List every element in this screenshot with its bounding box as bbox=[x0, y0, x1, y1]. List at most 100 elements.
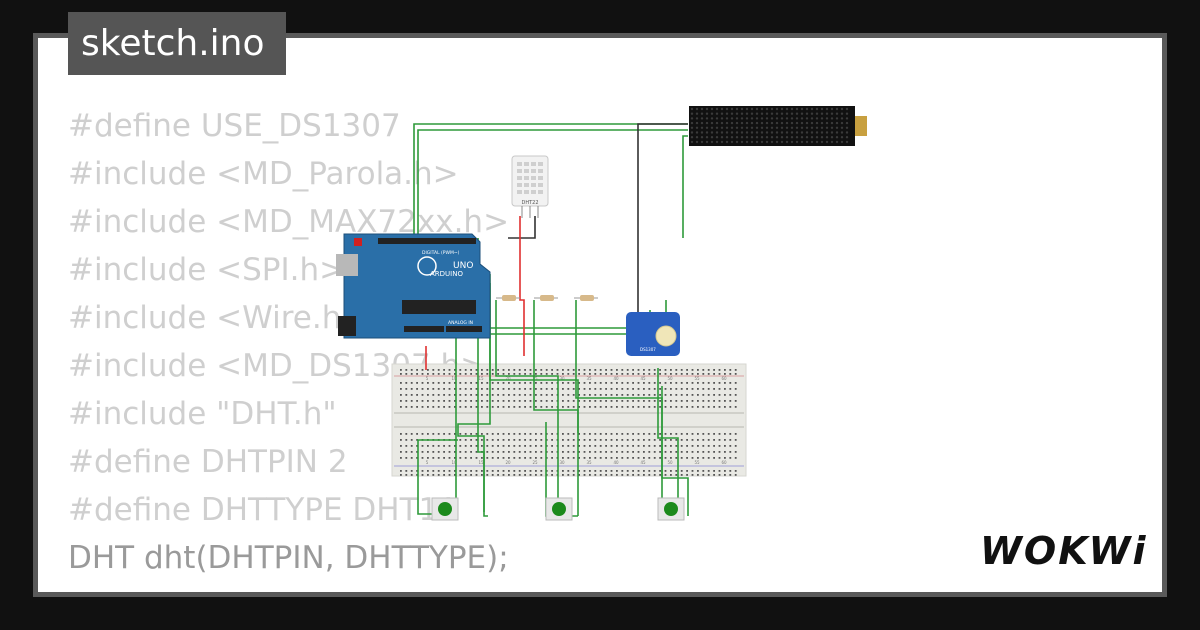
breadboard-hole bbox=[432, 382, 435, 384]
matrix-led bbox=[755, 121, 759, 125]
breadboard-hole bbox=[653, 406, 656, 408]
breadboard-hole bbox=[610, 373, 613, 375]
rtc-ds1307-module[interactable]: DS1307 bbox=[626, 312, 680, 356]
breadboard-hole bbox=[616, 445, 618, 447]
dht22-vent bbox=[517, 190, 522, 194]
breadboard-hole bbox=[589, 388, 591, 390]
breadboard-hole bbox=[443, 457, 445, 459]
breadboard-hole bbox=[400, 400, 402, 402]
breadboard-hole bbox=[578, 373, 580, 375]
matrix-led bbox=[755, 131, 759, 134]
breadboard-hole bbox=[524, 470, 526, 472]
breadboard-hole bbox=[502, 474, 505, 476]
breadboard-hole bbox=[545, 388, 548, 390]
breadboard-hole bbox=[578, 400, 580, 402]
breadboard-hole bbox=[621, 406, 624, 408]
breadboard-hole bbox=[680, 474, 683, 476]
breadboard-hole bbox=[659, 451, 661, 453]
breadboard-hole bbox=[454, 457, 456, 459]
dht22-sensor[interactable]: DHT22 bbox=[511, 155, 549, 218]
breadboard-hole bbox=[583, 406, 586, 408]
breadboard-hole bbox=[491, 394, 494, 396]
breadboard-hole bbox=[686, 406, 688, 408]
resistor[interactable] bbox=[534, 295, 558, 301]
breadboard-hole bbox=[578, 470, 580, 472]
breadboard-hole bbox=[734, 406, 737, 408]
breadboard-hole bbox=[653, 445, 656, 447]
reset-button[interactable] bbox=[354, 238, 362, 246]
matrix-led bbox=[725, 140, 729, 144]
breadboard-hole bbox=[637, 406, 640, 408]
breadboard-hole bbox=[707, 382, 710, 384]
breadboard-hole bbox=[475, 439, 478, 441]
breadboard-hole bbox=[416, 451, 418, 453]
resistor[interactable] bbox=[496, 295, 520, 301]
push-button-1[interactable] bbox=[431, 497, 459, 521]
breadboard-hole bbox=[551, 474, 553, 476]
matrix-led bbox=[790, 117, 794, 120]
matrix-led bbox=[695, 136, 699, 139]
breadboard-hole bbox=[734, 445, 737, 447]
matrix-led bbox=[700, 117, 704, 120]
breadboard-hole bbox=[583, 457, 586, 459]
breadboard-hole bbox=[691, 451, 694, 453]
breadboard-hole bbox=[432, 474, 435, 476]
breadboard-hole bbox=[437, 470, 440, 472]
breadboard-hole bbox=[486, 394, 489, 396]
breadboard-hole bbox=[459, 382, 462, 384]
resistor[interactable] bbox=[574, 295, 598, 301]
matrix-led bbox=[785, 107, 789, 111]
breadboard-hole bbox=[675, 400, 678, 402]
matrix-led bbox=[725, 131, 729, 134]
matrix-led bbox=[790, 140, 794, 144]
breadboard-hole bbox=[432, 457, 435, 459]
resistors[interactable] bbox=[496, 295, 598, 301]
push-button-2[interactable] bbox=[545, 497, 573, 521]
file-tab[interactable]: sketch.ino bbox=[68, 12, 286, 75]
breadboard[interactable]: 5510101515202025253030353540404545505055… bbox=[391, 363, 747, 477]
matrix-led bbox=[720, 136, 724, 139]
breadboard-hole bbox=[427, 382, 429, 384]
matrix-led bbox=[740, 107, 744, 111]
breadboard-hole bbox=[734, 457, 737, 459]
matrix-led bbox=[690, 126, 694, 129]
breadboard-hole bbox=[459, 369, 462, 371]
matrix-led bbox=[820, 140, 824, 144]
preview-card: #define USE_DS1307 #include <MD_Parola.h… bbox=[38, 38, 1162, 592]
breadboard-hole bbox=[599, 400, 602, 402]
breadboard-hole bbox=[437, 369, 440, 371]
breadboard-hole bbox=[702, 451, 705, 453]
matrix-led bbox=[820, 112, 824, 115]
breadboard-hole bbox=[545, 406, 548, 408]
breadboard-hole bbox=[443, 474, 445, 476]
breadboard-hole bbox=[675, 394, 678, 396]
breadboard-hole bbox=[626, 439, 629, 441]
breadboard-hole bbox=[632, 451, 634, 453]
breadboard-hole bbox=[648, 388, 651, 390]
led-matrix[interactable] bbox=[689, 106, 867, 146]
breadboard-hole bbox=[497, 433, 499, 435]
breadboard-hole bbox=[718, 439, 721, 441]
arduino-uno[interactable]: ARDUINO UNO DIGITAL (PWM~) ANALOG IN bbox=[336, 233, 491, 339]
push-button-3[interactable] bbox=[657, 497, 685, 521]
breadboard-hole bbox=[421, 451, 424, 453]
breadboard-hole bbox=[470, 369, 472, 371]
matrix-led bbox=[840, 107, 844, 111]
breadboard-hole bbox=[508, 406, 510, 408]
breadboard-hole bbox=[491, 373, 494, 375]
breadboard-hole bbox=[670, 373, 672, 375]
breadboard-hole bbox=[729, 474, 732, 476]
breadboard-hole bbox=[464, 388, 467, 390]
breadboard-hole bbox=[481, 474, 483, 476]
breadboard-hole bbox=[653, 457, 656, 459]
matrix-led bbox=[790, 121, 794, 125]
breadboard-hole bbox=[427, 388, 429, 390]
breadboard-hole bbox=[454, 406, 456, 408]
breadboard-hole bbox=[459, 373, 462, 375]
breadboard-hole bbox=[524, 457, 526, 459]
matrix-led bbox=[840, 140, 844, 144]
breadboard-hole bbox=[475, 394, 478, 396]
breadboard-hole bbox=[691, 439, 694, 441]
matrix-led bbox=[710, 136, 714, 139]
breadboard-hole bbox=[540, 394, 543, 396]
